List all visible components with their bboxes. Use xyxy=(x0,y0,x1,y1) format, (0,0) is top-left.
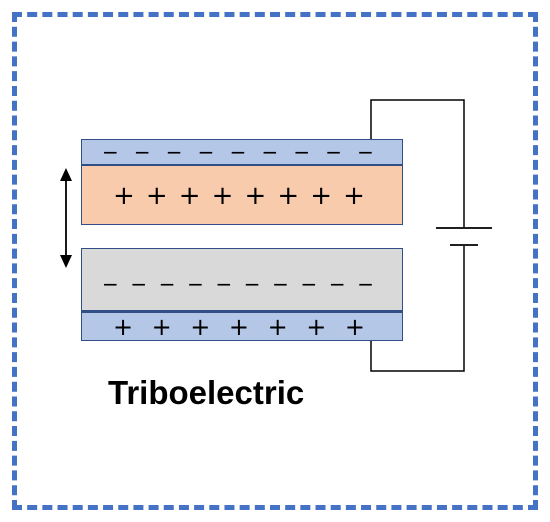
top-electrode xyxy=(81,139,403,165)
positive-charge-sign: + xyxy=(211,181,234,211)
positive-charge-sign: + xyxy=(190,313,211,341)
positive-charge-sign: + xyxy=(244,181,267,211)
negative-charge-sign: − xyxy=(102,140,119,164)
positive-charge-sign: + xyxy=(228,313,250,341)
negative-charge-sign: − xyxy=(357,272,374,296)
bottom-wire xyxy=(370,246,465,372)
negative-charge-sign: − xyxy=(130,272,148,296)
positive-charge-sign: + xyxy=(113,313,134,341)
negative-charge-sign: − xyxy=(229,140,247,164)
top-electrode-charges: −−−−−−−−− xyxy=(102,142,374,162)
positive-charge-sign: + xyxy=(145,181,168,211)
negative-charge-sign: − xyxy=(328,272,346,296)
positive-charge-sign: + xyxy=(178,181,201,211)
negative-charge-sign: − xyxy=(158,272,176,296)
dashed-frame xyxy=(12,12,538,510)
negative-charge-sign: − xyxy=(165,140,183,164)
positive-charge-sign: + xyxy=(306,313,327,341)
top-dielectric-charges: + + + + + + + + xyxy=(113,183,365,209)
negative-charge-sign: − xyxy=(215,272,233,296)
positive-charge-sign: + xyxy=(267,313,288,341)
negative-charge-sign: − xyxy=(187,272,204,296)
negative-charge-sign: − xyxy=(357,140,374,164)
negative-charge-sign: − xyxy=(102,272,119,296)
negative-charge-sign: − xyxy=(300,272,318,296)
top-dielectric-layer xyxy=(81,165,403,225)
bottom-dielectric-layer xyxy=(81,248,403,311)
negative-charge-sign: − xyxy=(243,272,261,296)
positive-charge-sign: + xyxy=(151,313,172,341)
negative-charge-sign: − xyxy=(197,140,215,164)
negative-charge-sign: − xyxy=(272,272,289,296)
negative-charge-sign: − xyxy=(325,140,342,164)
motion-arrow-up-head xyxy=(60,168,72,181)
negative-charge-sign: − xyxy=(261,140,279,164)
bottom-electrode-charges: + + + + + + + xyxy=(113,315,365,339)
positive-charge-sign: + xyxy=(277,181,300,211)
positive-charge-sign: + xyxy=(344,313,365,341)
positive-charge-sign: + xyxy=(113,181,135,211)
negative-charge-sign: − xyxy=(293,140,311,164)
bottom-dielectric-charges: −−−−−−−−−− xyxy=(102,274,374,294)
positive-charge-sign: + xyxy=(310,181,333,211)
bottom-electrode xyxy=(81,311,403,341)
negative-charge-sign: − xyxy=(133,140,151,164)
positive-charge-sign: + xyxy=(343,181,365,211)
motion-arrow-down-head xyxy=(60,255,72,268)
top-wire xyxy=(370,99,465,227)
diagram-caption: Triboelectric xyxy=(108,374,305,411)
